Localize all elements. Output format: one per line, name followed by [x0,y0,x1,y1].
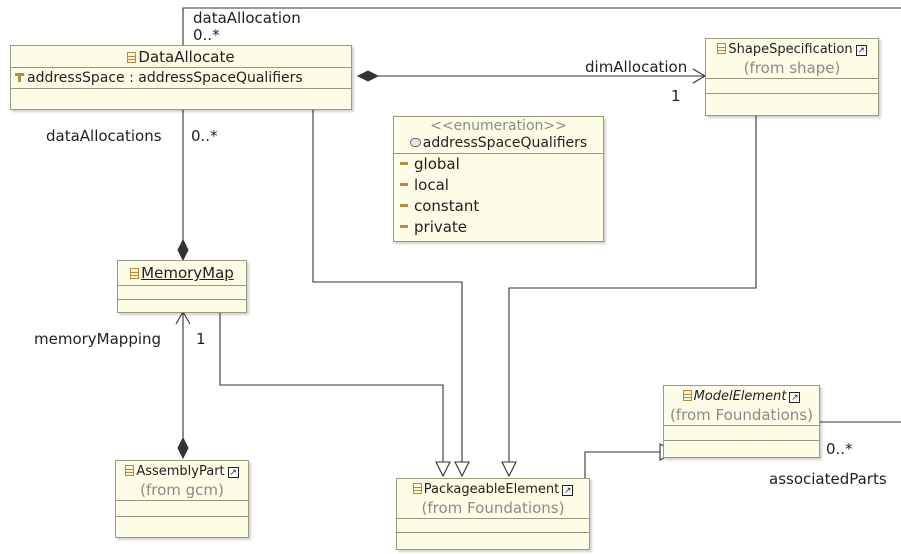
operation-compartment [118,300,246,313]
class-icon [125,465,135,476]
attribute-compartment [664,426,819,441]
role-data-allocations: dataAllocations [46,127,162,145]
attribute-text: addressSpace : addressSpaceQualifiers [27,70,303,86]
class-name: ShapeSpecification [728,42,853,57]
attribute-compartment [116,501,248,517]
multiplicity-dim-allocation: 1 [671,87,681,105]
literal-item[interactable]: private [394,217,603,238]
class-name: AssemblyPart [136,464,225,479]
class-icon [717,43,727,54]
attribute-compartment [397,519,589,533]
shortcut-icon: ↗ [227,467,239,478]
literal-item[interactable]: local [394,175,603,196]
operation-compartment [11,89,351,107]
role-memory-mapping: memoryMapping [34,330,162,348]
attribute-compartment [118,286,246,300]
enumeration-address-space-qualifiers[interactable]: <<enumeration>>addressSpaceQualifiers gl… [393,116,604,242]
inheritance-triangle-1 [435,461,451,478]
generalization-dataallocate [312,110,463,462]
class-model-element[interactable]: ModelElement↗ (from Foundations) [663,385,820,458]
operation-compartment [706,94,878,108]
attribute-row[interactable]: addressSpace : addressSpaceQualifiers [11,68,351,88]
shortcut-icon: ↗ [562,485,574,496]
class-data-allocate[interactable]: DataAllocate addressSpace : addressSpace… [10,45,352,110]
composition-diamond-dataallocate [356,70,380,82]
operation-compartment [116,517,248,532]
multiplicity-associated-parts: 0..* [826,440,853,458]
attribute-compartment [706,79,878,94]
class-icon [127,52,137,63]
association-data-allocation [182,7,901,45]
attribute-icon [15,73,24,82]
literal-icon [400,162,408,165]
multiplicity-data-allocation: 0..* [193,26,220,44]
literal-icon [400,183,408,186]
stereotype-label: <<enumeration>> [430,118,567,134]
inheritance-triangle-3 [501,461,517,478]
generalization-shapespec [508,116,757,462]
role-data-allocation: dataAllocation [193,9,301,27]
class-icon [130,268,140,279]
literal-icon [400,225,408,228]
class-origin: (from Foundations) [670,406,813,424]
literal-item[interactable]: global [394,154,603,175]
class-shape-specification[interactable]: ShapeSpecification↗ (from shape) [705,38,879,116]
class-name: MemoryMap [141,264,234,282]
shortcut-icon: ↗ [789,392,801,403]
attribute-compartment: addressSpace : addressSpaceQualifiers [11,68,351,89]
literal-text: constant [414,197,480,215]
inheritance-triangle-2 [454,461,470,478]
operation-compartment [664,441,819,455]
operation-compartment [397,533,589,546]
literal-text: local [414,176,449,194]
literal-text: global [414,155,460,173]
role-associated-parts: associatedParts [769,470,887,488]
class-origin: (from shape) [743,59,841,77]
composition-diamond-memorymap [177,238,189,262]
multiplicity-data-allocations: 0..* [191,127,218,145]
class-name: PackageableElement [423,482,560,497]
multiplicity-memory-mapping: 1 [196,330,206,348]
class-packageable-element[interactable]: PackageableElement↗ (from Foundations) [396,478,590,550]
generalization-memorymap [219,313,444,462]
literal-item[interactable]: constant [394,196,603,217]
class-icon [682,390,692,401]
literal-text: private [414,218,468,236]
shortcut-icon: ↗ [855,45,867,56]
class-icon [412,483,422,494]
class-origin: (from Foundations) [421,499,565,517]
composition-diamond-assemblypart [177,436,189,460]
class-name: ModelElement [693,389,787,404]
enumeration-name: addressSpaceQualifiers [422,135,588,151]
literal-compartment: global local constant private [394,154,603,238]
literal-icon [400,204,408,207]
generalization-packageable [584,451,660,478]
class-memory-map[interactable]: MemoryMap [117,260,247,313]
role-dim-allocation: dimAllocation [585,58,688,76]
class-assembly-part[interactable]: AssemblyPart↗(from gcm) [115,460,249,538]
class-origin: (from gcm) [140,481,224,499]
class-name: DataAllocate [138,48,235,66]
enumeration-icon [409,138,421,147]
